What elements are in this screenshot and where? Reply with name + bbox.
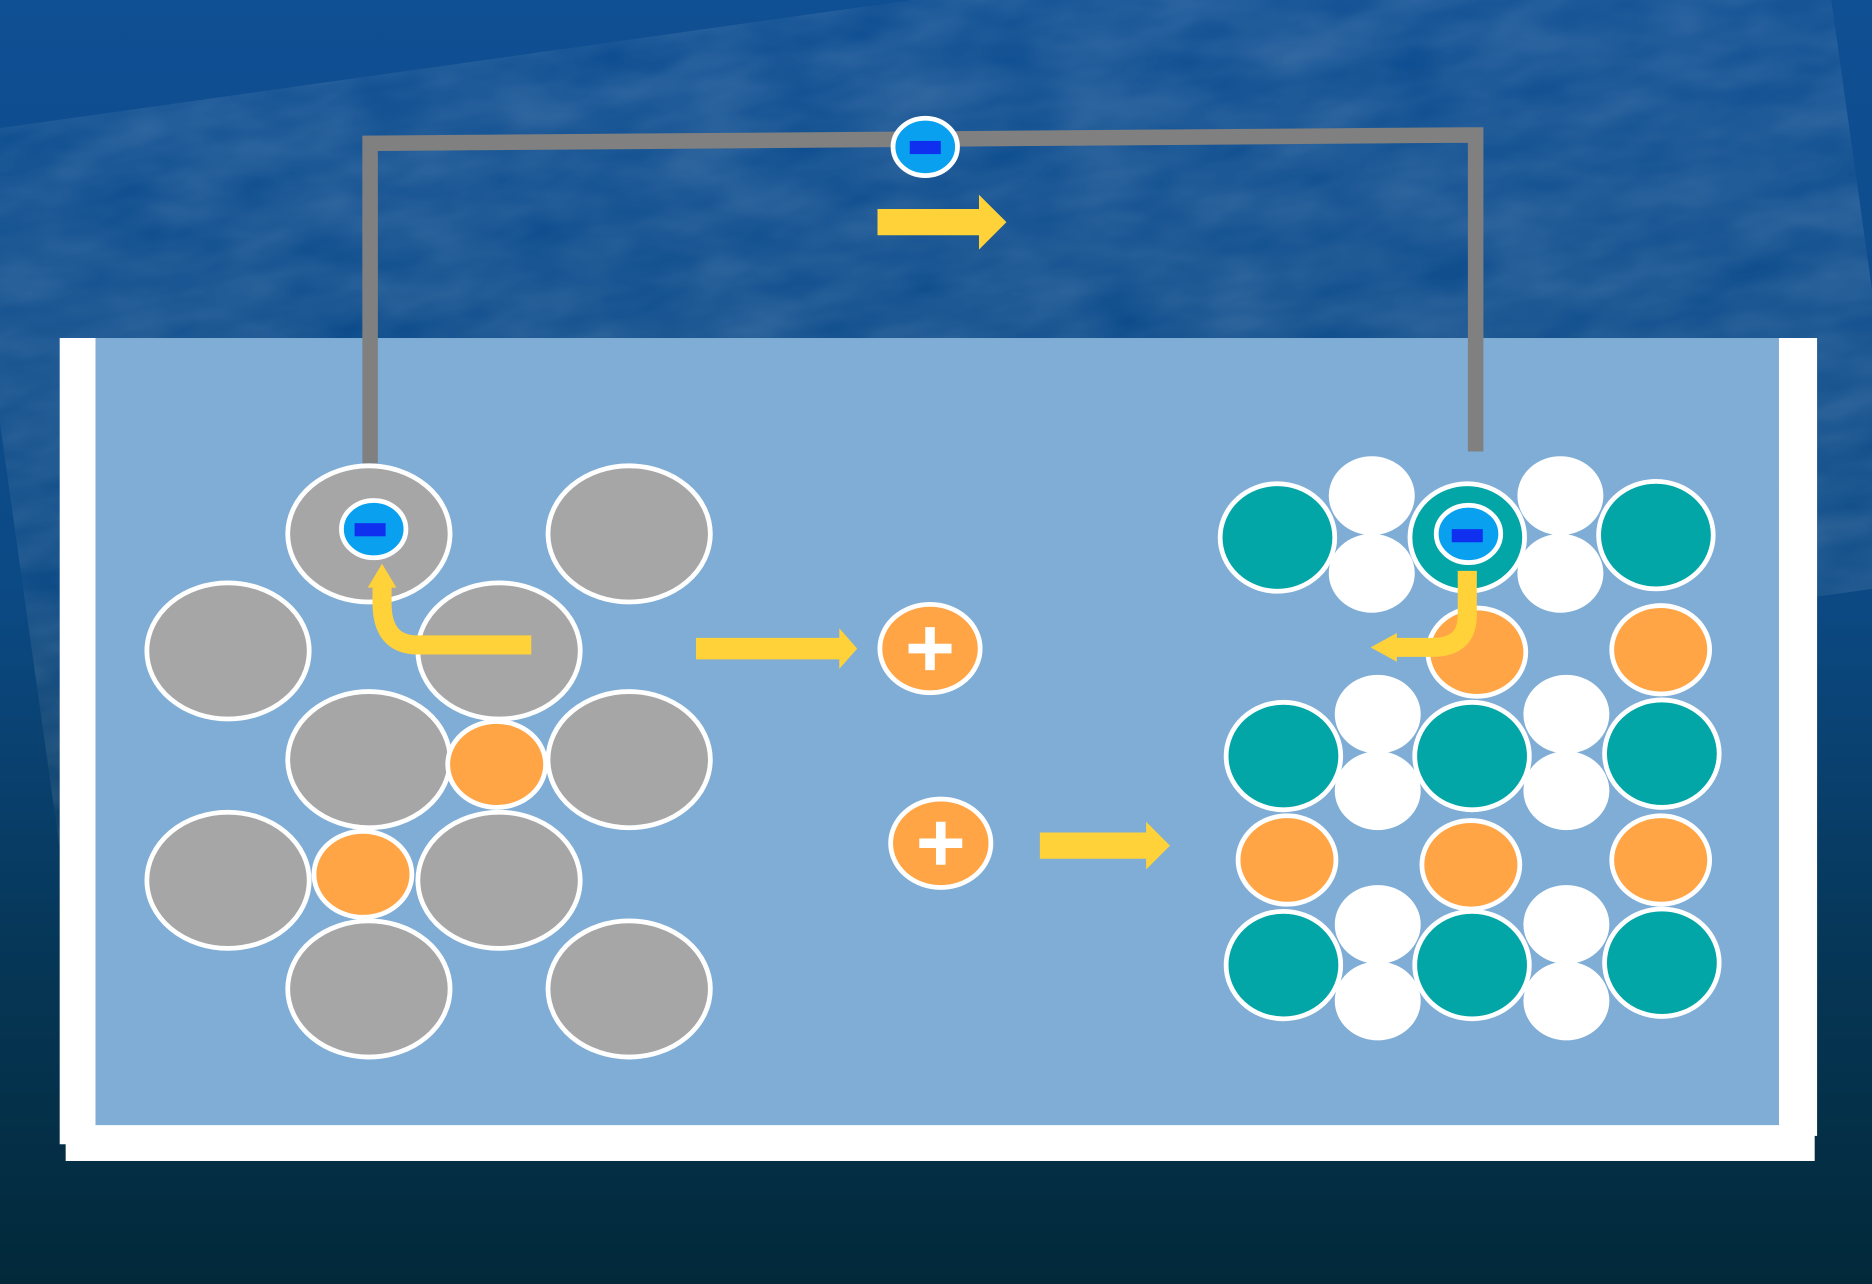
anode-atom [415, 809, 583, 951]
electron-minus-icon [1451, 529, 1483, 543]
cathode-small-atom [1523, 751, 1610, 831]
wire-electron [890, 115, 960, 178]
anode-atom [144, 809, 312, 951]
intercalated-cation [1609, 603, 1713, 697]
intercalated-cation [1235, 813, 1339, 907]
cathode-atom [1596, 478, 1716, 592]
cathode-small-atom [1334, 961, 1421, 1041]
flow-arrow-icon [696, 628, 858, 669]
cathode-atom [1602, 697, 1722, 810]
container-bottom [65, 1125, 1815, 1161]
electron-minus-icon [354, 523, 386, 537]
anode-electron [339, 498, 409, 561]
cathode-small-atom [1334, 885, 1421, 964]
anode-atom [285, 689, 453, 831]
cathode-small-atom [1523, 961, 1610, 1041]
cathode-small-atom [1523, 885, 1610, 964]
cathode-small-atom [1517, 456, 1604, 536]
electron-minus-icon [909, 140, 941, 155]
cathode-small-atom [1328, 533, 1415, 613]
cation-ion [877, 601, 983, 696]
cathode-small-atom [1517, 533, 1604, 613]
container-left-wall [59, 338, 96, 1145]
anode-atom [545, 463, 713, 605]
intercalated-cation [445, 719, 548, 810]
cathode-small-atom [1523, 674, 1610, 754]
cathode-small-atom [1328, 456, 1415, 536]
anode-atom [545, 689, 713, 831]
cathode-electron [1433, 502, 1504, 565]
anode-atom [285, 918, 453, 1060]
cathode-small-atom [1334, 674, 1421, 754]
cathode-small-atom [1334, 751, 1421, 831]
container-right-wall [1778, 338, 1818, 1136]
external-wire [362, 127, 1484, 464]
cathode-atom [1412, 699, 1532, 813]
intercalated-cation [311, 828, 415, 920]
intercalated-cation [1419, 818, 1523, 912]
flow-arrow-icon [1039, 821, 1170, 870]
cation-ion [888, 796, 994, 890]
cathode-atom [1412, 908, 1532, 1022]
anode-atom [144, 580, 312, 722]
cathode-atom [1223, 699, 1344, 813]
cation-plus-icon [908, 627, 952, 671]
cathode-atom [1602, 906, 1722, 1019]
cation-plus-icon [919, 821, 963, 865]
anode-bent-arrow [367, 563, 532, 655]
cathode-atom [1223, 908, 1344, 1022]
intercalated-cation [1609, 813, 1713, 907]
flow-arrow-icon [877, 194, 1007, 250]
cathode-bent-arrow [1370, 570, 1477, 662]
anode-atom [545, 918, 713, 1060]
cathode-atom [1217, 481, 1338, 594]
